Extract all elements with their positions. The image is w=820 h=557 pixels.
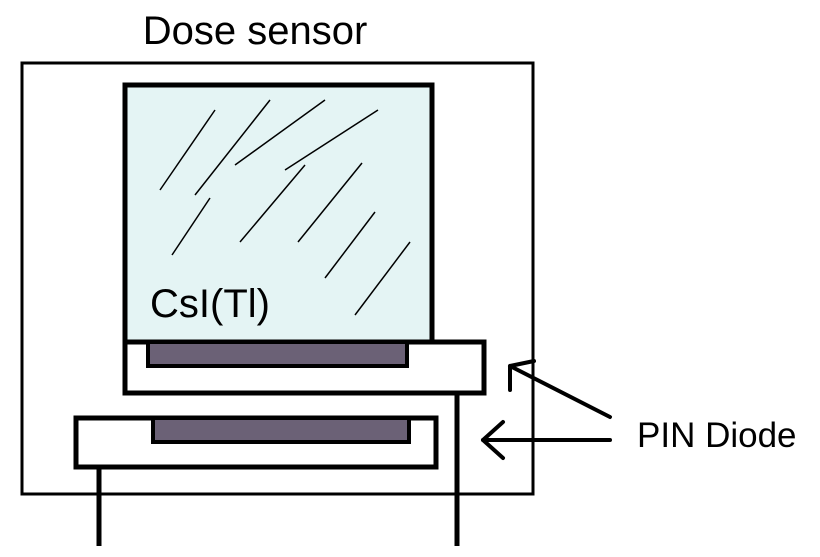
diagram-title: Dose sensor — [143, 9, 368, 53]
diode-element-lower — [151, 416, 411, 444]
crystal-body — [122, 82, 435, 346]
csi-crystal: CsI(Tl) — [122, 82, 435, 346]
diode-element-upper — [146, 340, 409, 368]
crystal-hatch-lines — [159, 99, 411, 316]
pin-diode-upper — [122, 339, 487, 546]
diode-pointer-arrows — [481, 359, 612, 460]
crystal-label: CsI(Tl) — [150, 282, 270, 326]
arrow-to-lower-diode — [481, 420, 612, 460]
diode-label: PIN Diode — [637, 416, 797, 455]
arrow-to-upper-diode — [508, 359, 612, 419]
pin-diode-lower — [73, 415, 439, 546]
